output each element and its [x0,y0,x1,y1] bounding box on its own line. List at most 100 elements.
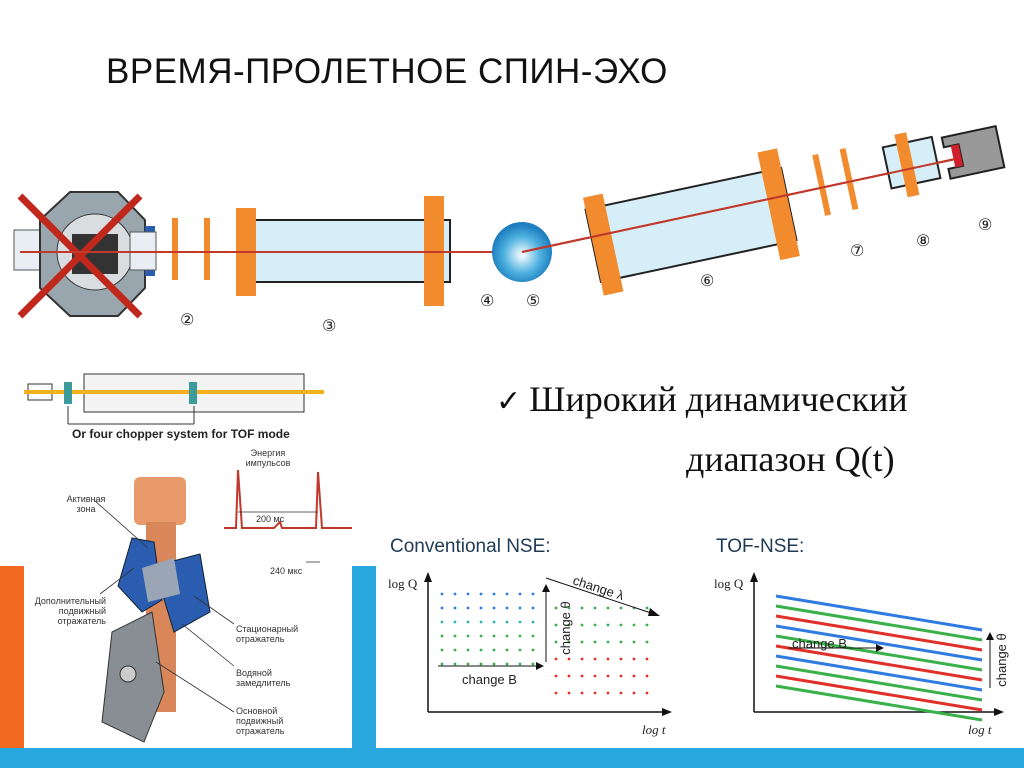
tof-stripe [775,664,983,702]
marker-8: ⑧ [916,231,930,250]
grid-dot [619,657,623,661]
grid-dot [632,640,636,644]
grid-dot [453,592,457,596]
grid-dot [580,657,584,661]
analyzer [881,132,942,198]
grid-dot [554,691,558,695]
grid-dot [531,620,535,624]
tof-plot-title: TOF-NSE: [716,536,805,557]
grid-dot [632,657,636,661]
tof-stripe [775,594,983,632]
conventional-nse-plot: log Q log t change B change θ change λ [388,572,672,737]
bullet-line-1: ✓Широкий динамический [496,378,908,420]
grid-dot [567,674,571,678]
tof-stripe [775,644,983,682]
grid-dot [619,691,623,695]
label-active-zone: Активная зона [66,494,106,514]
grid-dot [567,640,571,644]
grid-dot [632,691,636,695]
grid-dot [518,606,522,610]
grid-dot [466,662,470,666]
grid-dot [645,640,649,644]
grid-dot [440,592,444,596]
grid-dot [453,648,457,652]
grid-dot [453,620,457,624]
grid-dot [492,620,496,624]
label-pulse-energy: Энергия импульсов [245,448,291,468]
slide-title: ВРЕМЯ-ПРОЛЕТНОЕ СПИН-ЭХО [106,52,668,91]
label-pulse-width: 240 мкс [270,566,303,576]
tof-stripe [775,684,983,722]
grid-dot [606,623,610,627]
label-additional-reflector: Дополнительный подвижный отражатель [34,596,106,626]
grid-dot [580,691,584,695]
marker-6: ⑥ [700,271,714,290]
label-water-moderator: Водяной замедлитель [236,668,291,688]
grid-dot [505,620,509,624]
tof-ylabel: log Q [714,576,744,591]
marker-5: ⑤ [526,291,540,310]
marker-9: ⑨ [978,215,992,234]
grid-dot [606,674,610,678]
label-period: 200 мс [256,514,285,524]
grid-dot [492,634,496,638]
grid-dot [554,606,558,610]
grid-dot [593,657,597,661]
grid-dot [479,620,483,624]
grid-dot [567,691,571,695]
grid-dot [479,606,483,610]
conv-ylabel: log Q [388,576,418,591]
grid-dot [554,640,558,644]
grid-dot [593,623,597,627]
grid-dot [619,623,623,627]
beamline-diagram: ② ③ ④ ⑤ ⑥ ⑦ ⑧ ⑨ [13,124,1006,335]
label-main-reflector: Основной подвижный отражатель [236,706,285,736]
marker-2: ② [180,310,194,329]
grid-dot [453,662,457,666]
grid-dot [580,640,584,644]
grid-dot [440,620,444,624]
grid-dot [531,648,535,652]
tof-change-b: change B [792,636,847,651]
grid-dot [453,634,457,638]
grid-dot [567,606,571,610]
grid-dot [619,640,623,644]
checkmark-icon: ✓ [496,384,522,419]
grid-dot [440,648,444,652]
decor-orange-bar [0,566,24,748]
label-stationary-reflector: Стационарный отражатель [236,624,299,644]
grid-dot [518,648,522,652]
conv-change-theta: change θ [558,601,573,655]
grid-dot [479,634,483,638]
grid-dot [606,606,610,610]
grid-dot [606,640,610,644]
grid-dot [466,634,470,638]
grid-dot [479,662,483,666]
grid-dot [479,592,483,596]
grid-dot [567,623,571,627]
grid-dot [492,592,496,596]
grid-dot [505,606,509,610]
grid-dot [632,623,636,627]
grid-dot [606,691,610,695]
conv-change-lambda: change λ [571,573,626,604]
grid-dot [440,634,444,638]
crossed-out-mark [17,193,143,319]
tof-xlabel: log t [968,722,992,737]
grid-dot [479,648,483,652]
grid-dot [492,648,496,652]
grid-dot [580,674,584,678]
grid-dot [606,657,610,661]
grid-dot [554,623,558,627]
grid-dot [632,674,636,678]
grid-dot [645,674,649,678]
precession-tube-2 [583,148,800,296]
grid-dot [518,620,522,624]
marker-3: ③ [322,316,336,335]
grid-dot [505,648,509,652]
marker-4: ④ [480,291,494,310]
grid-dot [466,648,470,652]
detector [940,124,1006,180]
grid-dot [593,674,597,678]
grid-dot [531,606,535,610]
